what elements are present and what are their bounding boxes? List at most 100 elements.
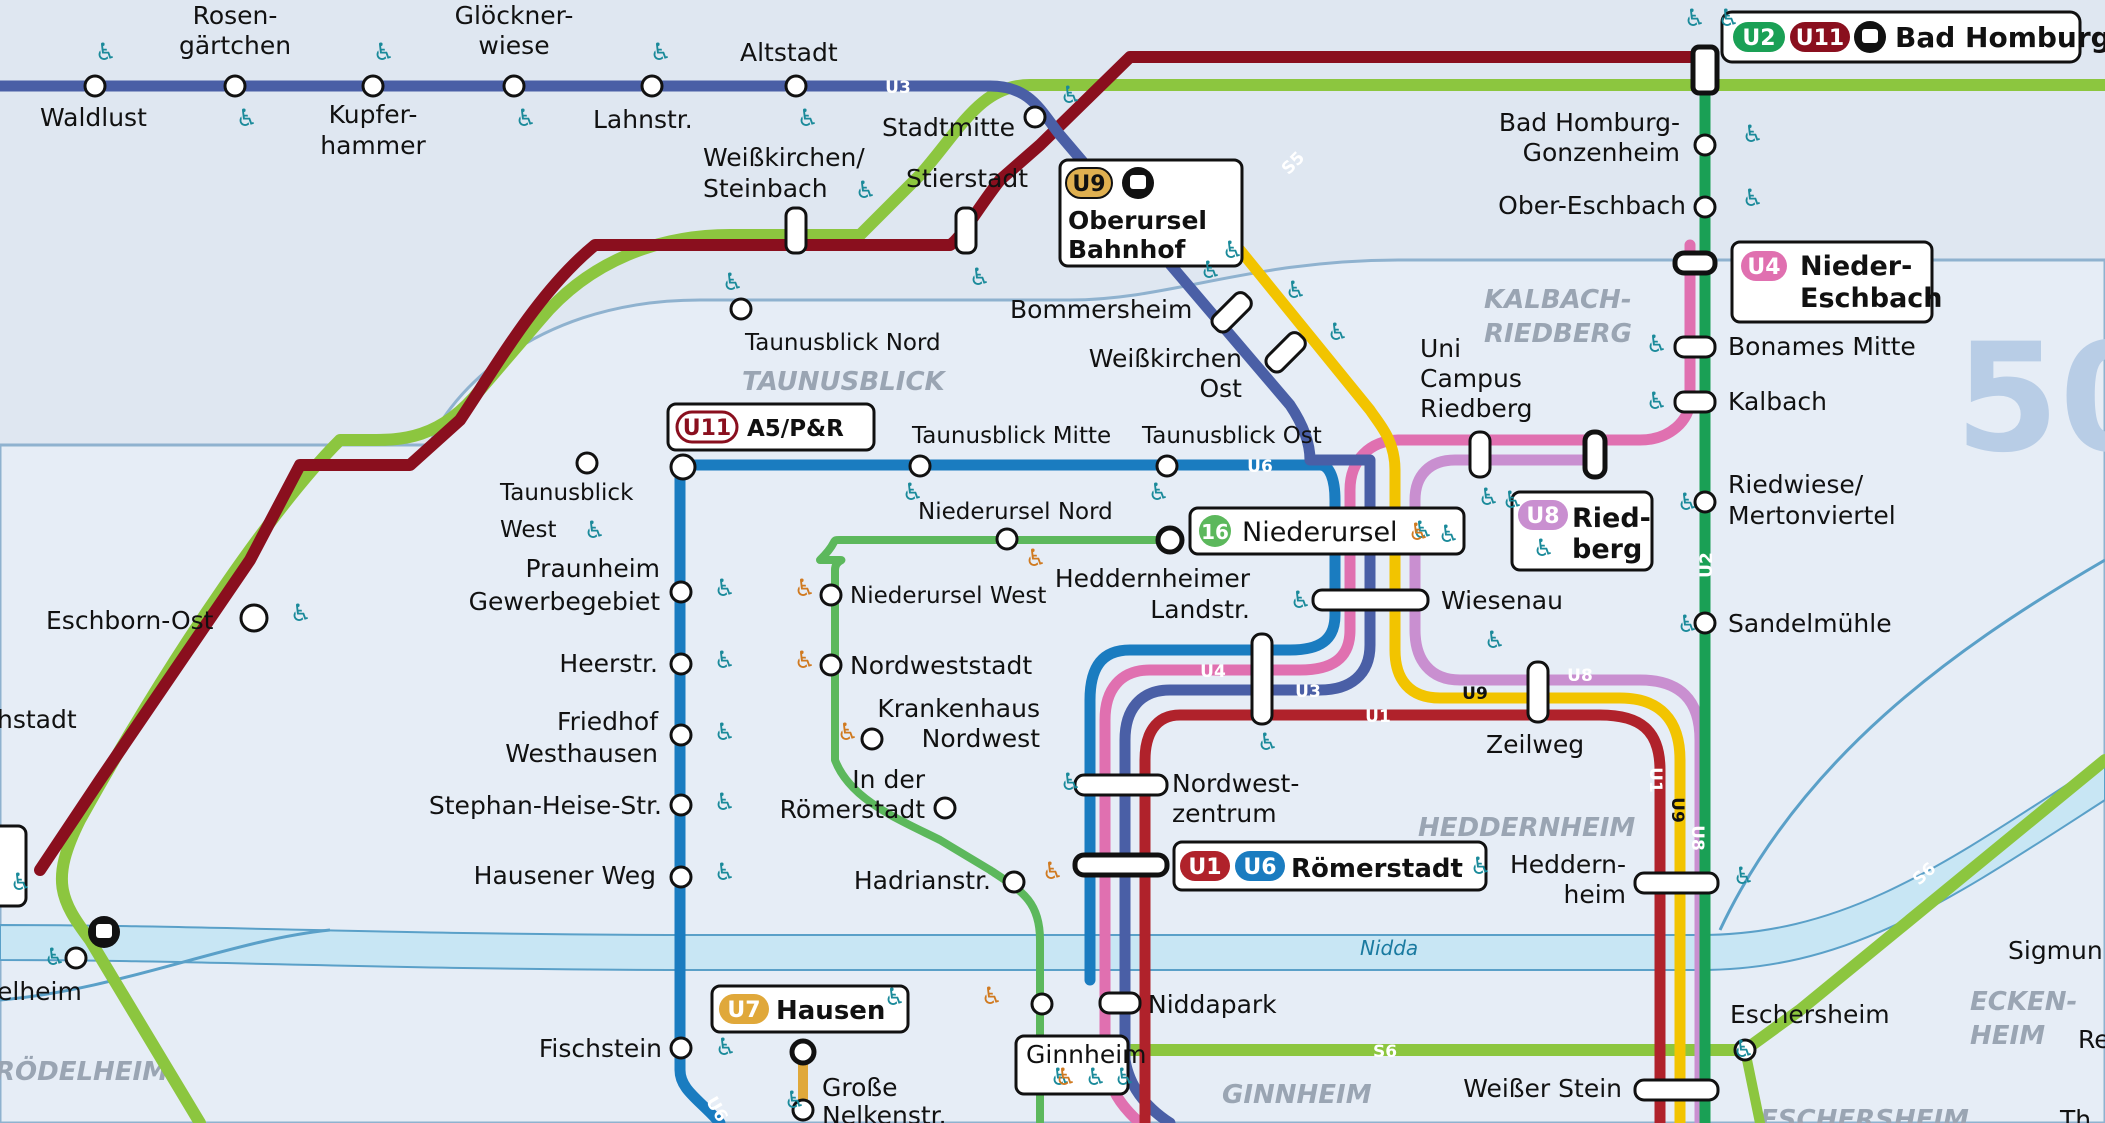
station-weisser-stein[interactable]: Weißer Stein — [1463, 1074, 1622, 1103]
station-niddapark[interactable]: Niddapark — [1148, 990, 1277, 1019]
label-hausen: Hausen — [776, 996, 885, 1026]
line-tag-u1-v: U1 — [1645, 767, 1665, 793]
station-dot — [1155, 454, 1179, 478]
station-dot — [1693, 490, 1717, 514]
wheelchair-icon: ♿ — [1742, 120, 1764, 148]
box-nieder-eschbach[interactable]: U4 Nieder-Eschbach — [1730, 240, 1943, 324]
wheelchair-icon: ♿ — [1085, 1063, 1107, 1091]
wheelchair-icon: ♿ — [1290, 586, 1312, 614]
line-u8 — [1409, 454, 1706, 1123]
station-dot — [1023, 105, 1047, 129]
station-weisskirchen-steinbach[interactable]: Weißkirchen/Steinbach — [703, 143, 865, 203]
line-s6 — [1054, 754, 2105, 1056]
station-eschborn-ost[interactable]: Eschborn-Ost — [46, 606, 214, 635]
station-taunusblick-mitte[interactable]: Taunusblick Mitte — [911, 423, 1111, 449]
box-riedberg[interactable]: U8 Ried-berg — [1510, 490, 1654, 572]
station-eschersheim[interactable]: Eschersheim — [1730, 1000, 1890, 1029]
station-elheim[interactable]: elheim — [0, 977, 82, 1006]
wheelchair-icon: ♿ — [837, 718, 859, 746]
station-rosengaertchen[interactable]: Rosen-gärtchen — [179, 1, 291, 60]
station-taunusblick-ost[interactable]: Taunusblick Ost — [1141, 423, 1322, 449]
station-niederursel-nord[interactable]: Niederursel Nord — [918, 499, 1113, 525]
station-bar — [1311, 588, 1430, 612]
wheelchair-icon: ♿ — [1677, 610, 1699, 638]
wheelchair-icon: ♿ — [584, 516, 606, 544]
badge-u4: U4 — [1747, 255, 1780, 280]
station-kupferhammer[interactable]: Kupfer-hammer — [320, 100, 426, 160]
station-lahnstr[interactable]: Lahnstr. — [593, 105, 693, 134]
station-stadtmitte[interactable]: Stadtmitte — [882, 113, 1015, 142]
station-hausener-weg[interactable]: Hausener Weg — [474, 861, 656, 890]
box-niederursel[interactable]: 16 Niederursel — [1188, 506, 1466, 556]
station-nordwestzentrum[interactable]: Nordwest-zentrum — [1172, 769, 1299, 828]
wheelchair-icon: ♿ — [714, 858, 736, 886]
box-hausen[interactable]: U7 Hausen — [710, 984, 910, 1034]
train-icon-body — [1130, 175, 1146, 189]
station-dot — [784, 74, 808, 98]
station-gonzenheim[interactable]: Bad Homburg-Gonzenheim — [1499, 108, 1680, 167]
station-bonames[interactable]: Bonames Mitte — [1728, 332, 1916, 361]
wheelchair-icon: ♿ — [884, 983, 906, 1011]
wheelchair-icon: ♿ — [797, 104, 819, 132]
station-sigmun[interactable]: Sigmun — [2008, 936, 2103, 965]
line-tag-s6: S6 — [1373, 1042, 1397, 1062]
station-bar — [1250, 632, 1274, 726]
station-bommersheim[interactable]: Bommersheim — [1010, 295, 1192, 324]
wheelchair-icon: ♿ — [714, 574, 736, 602]
station-heerstr[interactable]: Heerstr. — [559, 649, 658, 678]
station-bar — [1672, 250, 1718, 276]
station-th[interactable]: Th — [2059, 1105, 2091, 1123]
station-kalbach[interactable]: Kalbach — [1728, 387, 1827, 416]
station-stierstadt[interactable]: Stierstadt — [906, 164, 1028, 193]
station-hstadt[interactable]: hstadt — [0, 705, 77, 734]
station-dot — [1733, 1038, 1757, 1062]
station-waldlust[interactable]: Waldlust — [40, 103, 147, 132]
big-number: 50 — [1955, 312, 2105, 486]
box-a5[interactable]: U11 A5/P&R — [666, 402, 876, 452]
wheelchair-icon: ♿ — [794, 574, 816, 602]
station-dot — [669, 652, 693, 676]
station-dot — [669, 865, 693, 889]
wheelchair-icon: ♿ — [1733, 862, 1755, 890]
station-hadrianstr[interactable]: Hadrianstr. — [854, 866, 991, 895]
station-zeilweg[interactable]: Zeilweg — [1486, 730, 1584, 759]
station-heddernheim[interactable]: Heddern-heim — [1510, 850, 1626, 909]
line-u11 — [34, 51, 1706, 876]
box-partial-left[interactable] — [0, 824, 28, 908]
badge-u9: U9 — [1072, 172, 1105, 197]
station-taunusblick-nord[interactable]: Taunusblick Nord — [744, 330, 941, 356]
station-ober-eschbach[interactable]: Ober-Eschbach — [1498, 191, 1686, 220]
station-dot — [908, 454, 932, 478]
station-re[interactable]: Re — [2078, 1025, 2105, 1054]
station-stephan[interactable]: Stephan-Heise-Str. — [429, 791, 662, 820]
station-sandelmuehle[interactable]: Sandelmühle — [1728, 609, 1892, 638]
box-bad-homburg[interactable]: U2 U11 Bad Homburg — [1720, 10, 2105, 64]
station-riedwiese[interactable]: Riedwiese/Mertonviertel — [1728, 470, 1896, 530]
box-ginnheim[interactable]: Ginnheim — [1014, 1034, 1147, 1096]
station-bar — [1072, 852, 1170, 878]
station-dot — [502, 74, 526, 98]
station-altstadt[interactable]: Altstadt — [740, 38, 838, 67]
label-ginnheim: Ginnheim — [1026, 1040, 1147, 1069]
station-fischstein[interactable]: Fischstein — [539, 1034, 662, 1063]
station-nordweststadt[interactable]: Nordweststadt — [850, 651, 1032, 680]
box-roemerstadt[interactable]: U1 U6 Römerstadt — [1172, 840, 1488, 892]
train-icon-body — [1862, 29, 1878, 43]
station-dot — [1030, 992, 1054, 1016]
line-tag-u4: U4 — [1200, 662, 1226, 682]
station-gloecknerwiese[interactable]: Glöckner-wiese — [455, 1, 574, 60]
station-dot — [1002, 870, 1026, 894]
station-wiesenau[interactable]: Wiesenau — [1441, 586, 1563, 615]
station-niederursel-west[interactable]: Niederursel West — [850, 583, 1046, 609]
